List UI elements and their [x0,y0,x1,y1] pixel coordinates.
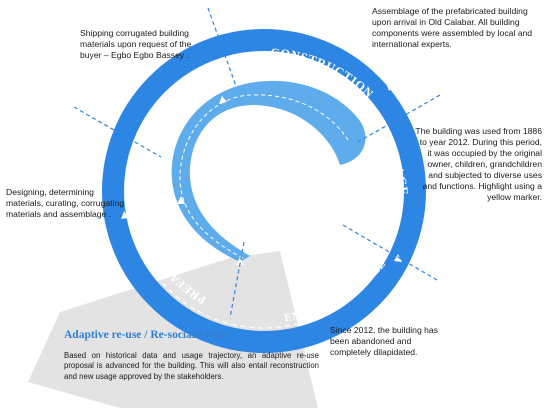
adaptive-reuse-title: Adaptive re-use / Re-socialization [64,329,229,341]
annotation-end-of-lifecycle: Since 2012, the building has been abando… [330,325,438,357]
arrow-right-icon [386,83,394,91]
arrow-down-icon [219,96,227,104]
annotation-usage: The building was used from 1886 to year … [415,126,542,202]
arrow-up-icon [177,196,185,204]
divider-line-construction-usage [357,94,441,143]
arrow-up-icon [236,257,244,265]
lifecycle-outer-ring [102,29,426,353]
adaptive-reuse-panel [28,251,318,408]
annotation-shipping: Shipping corrugated building materials u… [80,28,192,60]
arrow-down-icon [394,254,402,262]
annotation-construction: Assemblage of the prefabricated building… [372,6,533,49]
adaptive-reuse-ribbon-dashes [179,94,349,259]
arrow-up-icon [121,211,128,219]
lifecycle-outer-ring-dashes [126,53,402,329]
adaptive-reuse-ribbon [171,80,366,263]
adaptive-reuse-description: Based on historical data and usage traje… [64,351,319,381]
divider-line-end-reuse [229,241,245,319]
annotation-prefabrication: Designing, determining materials, curati… [6,187,124,219]
divider-line-prefab-shipping [73,106,162,158]
